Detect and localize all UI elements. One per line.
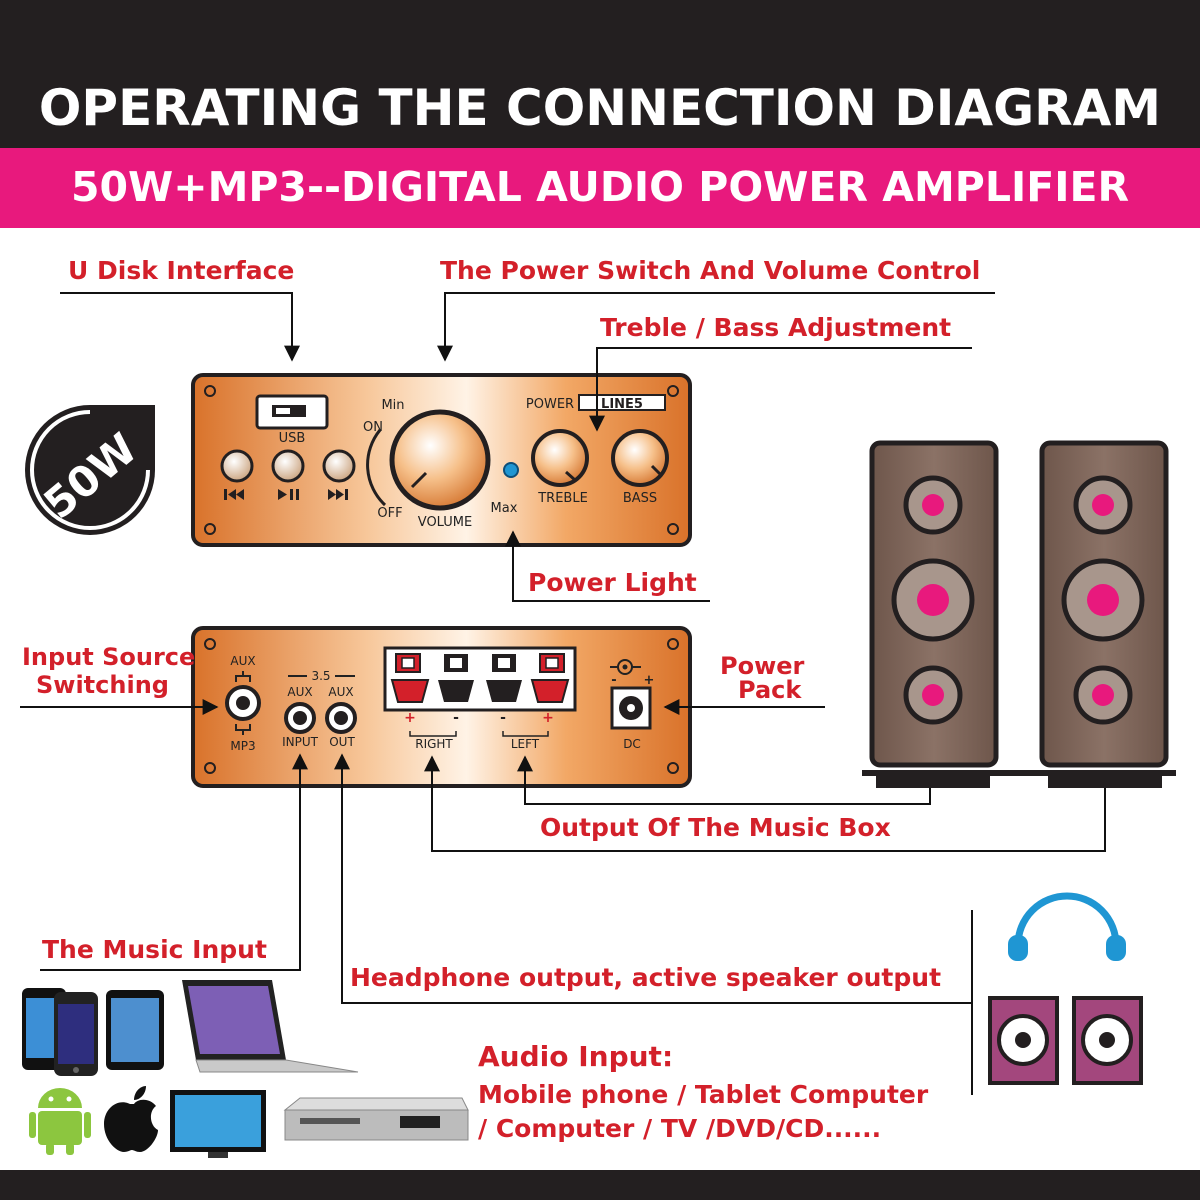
volume-label: VOLUME	[418, 515, 472, 530]
front-panel: USB Min O	[193, 375, 690, 545]
treble-label: TREBLE	[537, 491, 588, 506]
max-label: Max	[491, 501, 518, 516]
label-output-music-box: Output Of The Music Box	[540, 813, 891, 843]
speaker-stand	[862, 770, 1176, 788]
volume-knob[interactable]	[392, 412, 488, 508]
plus-right: +	[404, 710, 416, 726]
label-headphone-output: Headphone output, active speaker output	[350, 963, 941, 993]
input-label: INPUT	[282, 735, 319, 749]
minus-right: -	[453, 710, 459, 726]
mp3-label: MP3	[230, 739, 255, 753]
android-icon	[29, 1088, 91, 1155]
dvd-player-icon	[285, 1098, 468, 1140]
tower-speaker-left	[872, 443, 996, 765]
dc-plus: +	[644, 673, 655, 688]
min-label: Min	[381, 398, 404, 413]
label-u-disk-interface: U Disk Interface	[68, 256, 294, 286]
back-panel: AUX MP3 3.5 AUX AUX INPUT OUT	[193, 628, 690, 786]
off-label: OFF	[377, 506, 402, 521]
play-pause-button[interactable]	[273, 451, 303, 481]
dc-label: DC	[623, 737, 641, 751]
minus-left: -	[500, 710, 506, 726]
tower-speaker-right	[1042, 443, 1166, 765]
headphones-icon	[1008, 896, 1126, 961]
out-label: OUT	[329, 735, 355, 749]
small-speaker-left	[990, 998, 1057, 1083]
aux-in-label: AUX	[287, 685, 312, 699]
aux-top-label: AUX	[230, 654, 255, 668]
size-label: 3.5	[311, 669, 330, 683]
tablet-icon	[106, 990, 164, 1070]
dc-minus: -	[611, 673, 616, 688]
label-music-input: The Music Input	[42, 935, 267, 965]
power-label: POWER	[526, 397, 574, 412]
bass-label: BASS	[623, 491, 657, 506]
plus-left: +	[542, 710, 554, 726]
apple-icon	[104, 1086, 158, 1152]
aux-out-label: AUX	[328, 685, 353, 699]
power-light	[504, 463, 518, 477]
label-audio-input-line1: Mobile phone / Tablet Computer	[478, 1078, 928, 1112]
prev-button[interactable]	[222, 451, 252, 481]
label-audio-input-title: Audio Input:	[478, 1040, 673, 1074]
label-audio-input-line2: / Computer / TV /DVD/CD......	[478, 1112, 881, 1146]
label-input-source-line2: Switching	[36, 671, 169, 699]
right-label: RIGHT	[415, 737, 453, 751]
usb-label: USB	[279, 431, 306, 446]
label-input-source-line1: Input Source	[22, 643, 195, 671]
50w-badge: 50W	[25, 405, 155, 535]
brand-logo: LINE5	[601, 397, 643, 412]
small-speaker-right	[1074, 998, 1141, 1083]
label-power-light: Power Light	[528, 568, 697, 598]
left-label: LEFT	[511, 737, 540, 751]
label-power-switch-volume: The Power Switch And Volume Control	[440, 256, 980, 286]
treble-knob[interactable]	[533, 431, 587, 485]
bass-knob[interactable]	[613, 431, 667, 485]
phones-icon	[22, 988, 98, 1076]
tv-icon	[170, 1090, 266, 1158]
on-label: ON	[363, 420, 383, 435]
laptop-icon	[182, 980, 358, 1072]
next-button[interactable]	[324, 451, 354, 481]
label-treble-bass: Treble / Bass Adjustment	[600, 313, 951, 343]
label-power-pack-line2: Pack	[738, 676, 801, 704]
